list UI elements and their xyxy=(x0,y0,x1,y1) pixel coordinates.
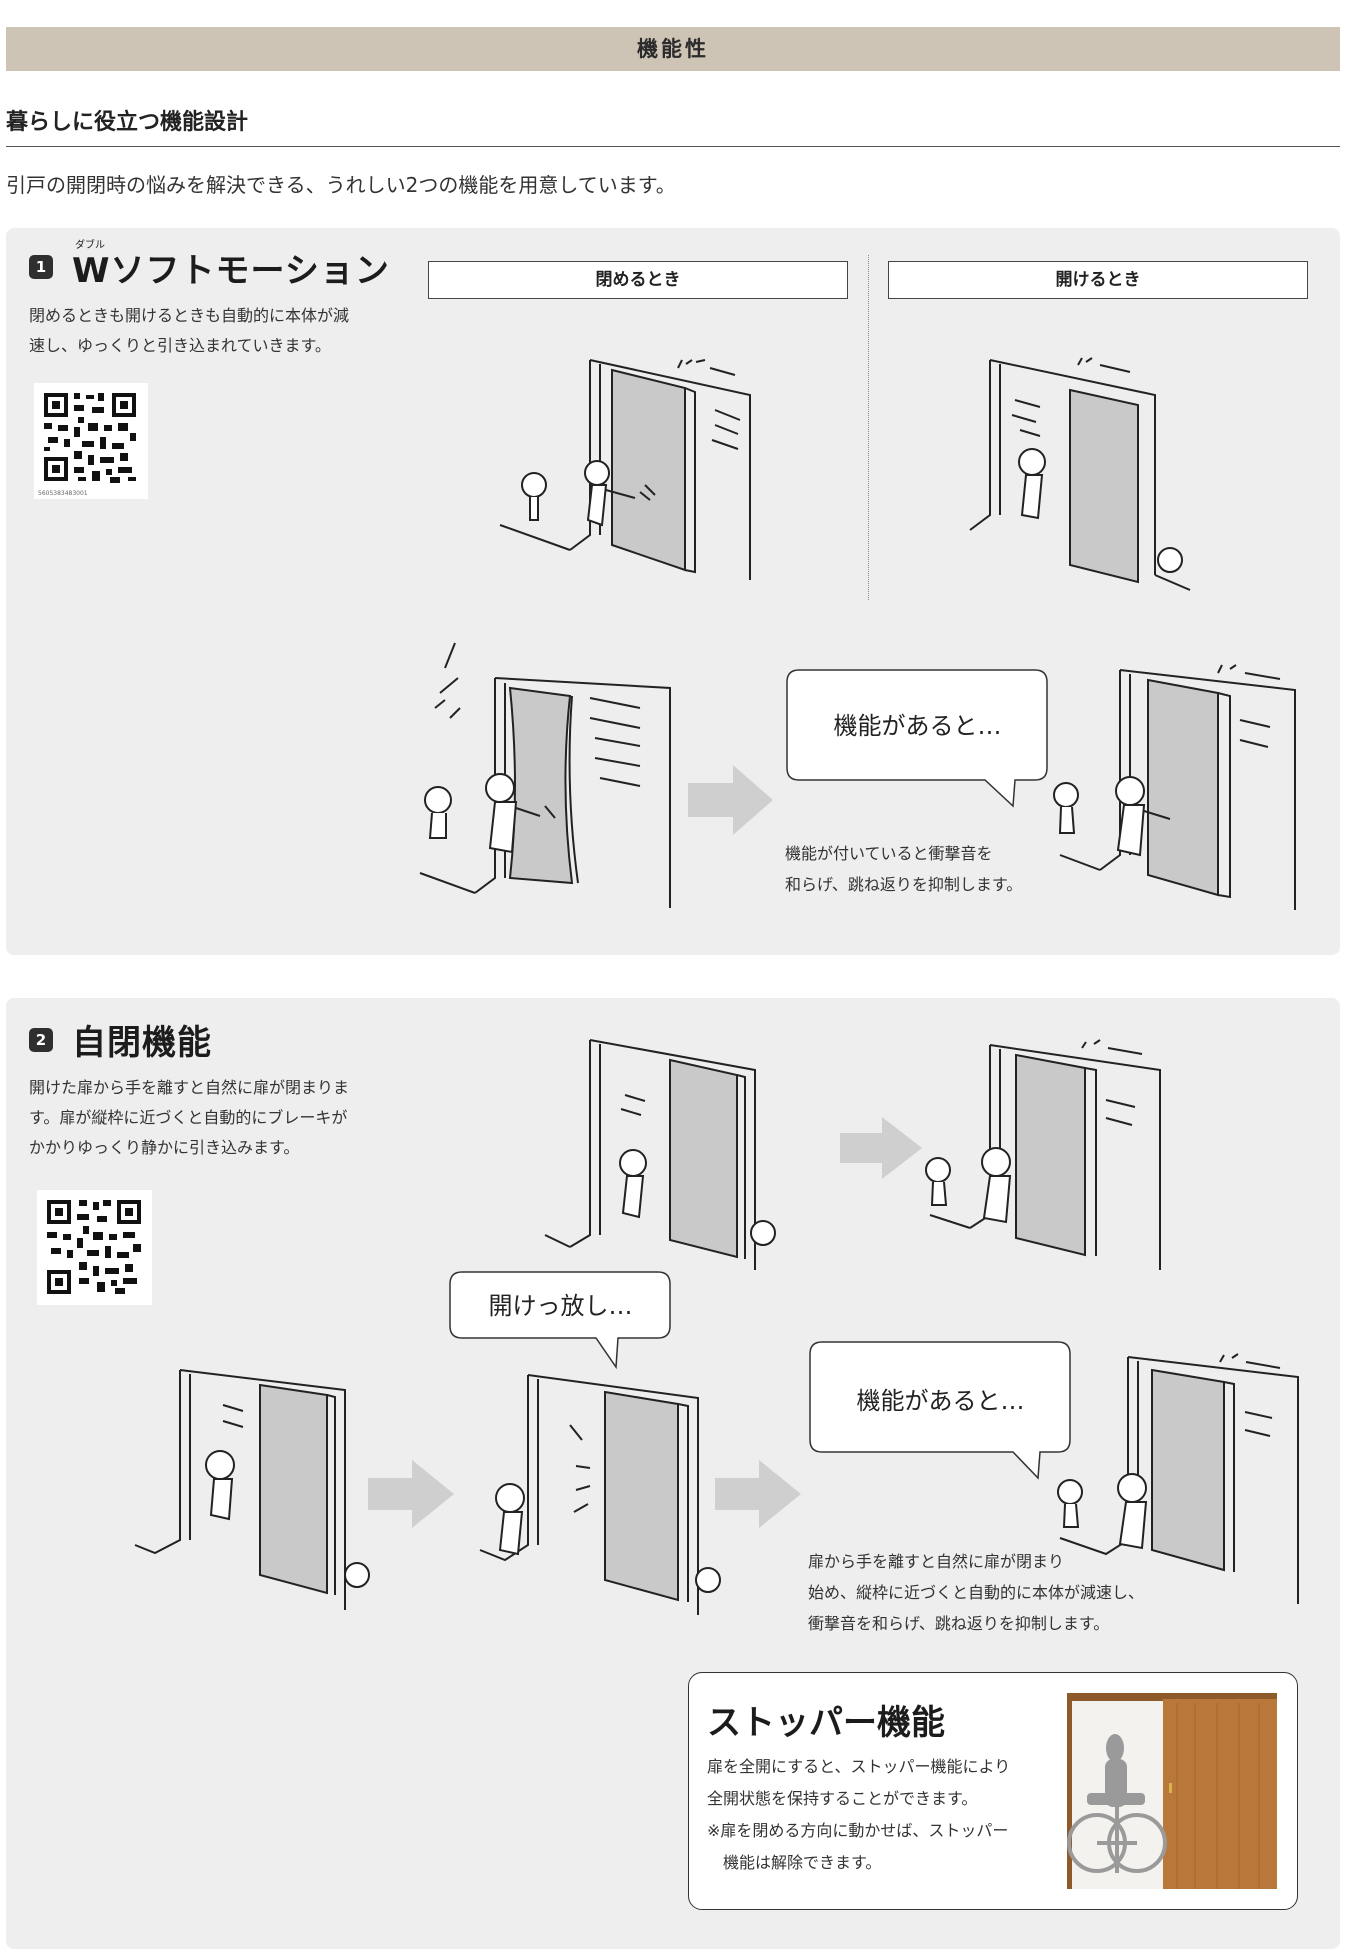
bubble-text-function-2: 機能があると… xyxy=(856,1387,1025,1415)
door-illustration-icon xyxy=(925,1039,1161,1270)
section2-caption-line: 始め、縦枠に近づくと自動的に本体が減速し、 xyxy=(808,1583,1145,1602)
intro-text: 引戸の開閉時の悩みを解決できる、うれしい2つの機能を用意しています。 xyxy=(6,173,676,197)
door-illustration-icon xyxy=(479,1374,721,1615)
stopper-description: 扉を全開にすると、ストッパー機能により 全開状態を保持することができます。 ※扉… xyxy=(707,1751,1010,1879)
section1-caption-line: 和らげ、跳ね返りを抑制します。 xyxy=(785,875,1023,894)
qr-code-number: 5605383483001 xyxy=(38,490,88,497)
door-illustration-icon xyxy=(1057,1353,1299,1604)
section2-title: 自閉機能 xyxy=(72,1023,212,1063)
stopper-title: ストッパー機能 xyxy=(707,1703,945,1743)
section1-description-line: 閉めるときも開けるときも自動的に本体が減 xyxy=(29,306,350,325)
section2-caption-line: 衝撃音を和らげ、跳ね返りを抑制します。 xyxy=(808,1614,1110,1633)
stopper-line: ※扉を閉める方向に動かせば、ストッパー xyxy=(707,1821,1009,1840)
label-closing: 閉めるとき xyxy=(428,261,848,299)
wheelchair-icon xyxy=(1087,1734,1145,1807)
section2-description-line: かかりゆっくり静かに引き込みます。 xyxy=(29,1138,300,1157)
subheading: 暮らしに役立つ機能設計 xyxy=(6,110,249,135)
door-illustration-icon xyxy=(499,359,751,580)
section1-caption: 機能が付いていると衝撃音を 和らげ、跳ね返りを抑制します。 xyxy=(785,838,1022,900)
speech-bubble-icon xyxy=(809,1341,1071,1480)
arrow-right-icon xyxy=(840,1117,922,1179)
feature-panel-soft-motion xyxy=(6,228,1340,955)
stopper-feature-box: ストッパー機能 扉を全開にすると、ストッパー機能により 全開状態を保持することが… xyxy=(688,1672,1298,1910)
stopper-photo xyxy=(1067,1693,1277,1889)
qr-code-icon[interactable]: 5605383483001 xyxy=(34,383,148,499)
section2-number-badge: 2 xyxy=(29,1028,53,1052)
section1-description-line: 速し、ゆっくりと引き込まれていきます。 xyxy=(29,336,331,355)
section1-caption-line: 機能が付いていると衝撃音を xyxy=(785,844,993,863)
speech-bubble-icon xyxy=(449,1271,671,1370)
stopper-line: 全開状態を保持することができます。 xyxy=(707,1789,978,1808)
section2-description: 開けた扉から手を離すと自然に扉が閉まりま す。扉が縦枠に近づくと自動的にブレーキ… xyxy=(29,1073,349,1163)
section2-description-line: 開けた扉から手を離すと自然に扉が閉まりま xyxy=(29,1078,350,1097)
divider xyxy=(6,146,1340,147)
section1-number-badge: 1 xyxy=(29,255,53,279)
door-illustration-icon xyxy=(969,357,1191,591)
label-opening: 開けるとき xyxy=(888,261,1308,299)
door-illustration-icon xyxy=(134,1369,370,1610)
section2-description-line: す。扉が縦枠に近づくと自動的にブレーキが xyxy=(29,1108,348,1127)
section1-title: Wソフトモーション xyxy=(72,251,390,291)
door-illustration-icon xyxy=(1053,664,1296,910)
arrow-right-icon xyxy=(715,1460,801,1528)
section-header-title: 機能性 xyxy=(637,37,709,61)
stopper-line: 扉を全開にすると、ストッパー機能により xyxy=(707,1757,1011,1776)
dotted-divider xyxy=(868,255,869,600)
arrow-right-icon xyxy=(688,765,773,835)
bubble-text-function: 機能があると… xyxy=(833,712,1002,740)
door-illustration-icon xyxy=(544,1039,776,1270)
section2-caption-line: 扉から手を離すと自然に扉が閉まり xyxy=(808,1552,1065,1571)
stopper-line: 機能は解除できます。 xyxy=(707,1853,882,1872)
door-illustration-icon xyxy=(419,642,671,908)
arrow-right-icon xyxy=(368,1460,454,1528)
section2-caption: 扉から手を離すと自然に扉が閉まり 始め、縦枠に近づくと自動的に本体が減速し、 衝… xyxy=(808,1546,1144,1639)
qr-code-icon[interactable] xyxy=(37,1190,152,1305)
section1-description: 閉めるときも開けるときも自動的に本体が減 速し、ゆっくりと引き込まれていきます。 xyxy=(29,301,349,361)
section1-ruby: ダブル xyxy=(75,240,105,251)
section-header-bar: 機能性 xyxy=(6,27,1340,71)
speech-bubble-icon xyxy=(786,669,1048,808)
bubble-text-left-open: 開けっ放し… xyxy=(488,1292,633,1320)
